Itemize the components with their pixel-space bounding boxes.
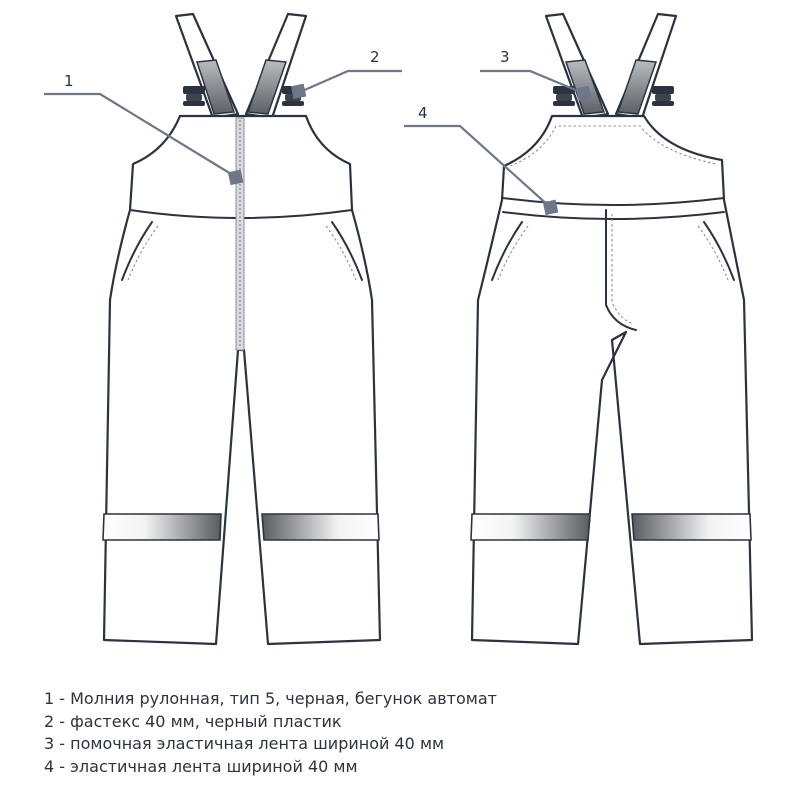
- callout-3-number: 3: [500, 48, 510, 66]
- back-left-reflective-band: [470, 513, 591, 541]
- back-view: [470, 12, 754, 646]
- overalls-drawing: 1 2 3 4: [44, 12, 754, 646]
- legend: 1 - Молния рулонная, тип 5, черная, бегу…: [44, 688, 784, 778]
- front-left-strap: [174, 12, 240, 120]
- back-right-buckle: [652, 86, 674, 106]
- front-zipper: [235, 117, 245, 351]
- back-body: [470, 114, 754, 646]
- front-left-reflective-band: [102, 513, 222, 541]
- callout-1-number: 1: [64, 72, 74, 90]
- back-right-pocket: [697, 225, 729, 281]
- callout-1: 1: [44, 72, 244, 186]
- callout-4-number: 4: [418, 104, 428, 122]
- back-elastic-band: [502, 197, 725, 206]
- callout-4: 4: [404, 104, 559, 216]
- back-center-seam: [605, 209, 637, 331]
- front-left-pocket: [127, 225, 159, 281]
- legend-item-3: 3 - помочная эластичная лента шириной 40…: [44, 734, 445, 753]
- front-left-buckle: [183, 86, 205, 106]
- callout-2: 2: [290, 48, 402, 100]
- legend-item-2: 2 - фастекс 40 мм, черный пластик: [44, 711, 342, 731]
- front-view: [102, 12, 382, 646]
- front-right-pocket: [325, 225, 357, 281]
- back-left-pocket: [497, 225, 529, 281]
- front-right-reflective-band: [261, 513, 380, 541]
- callout-3: 3: [480, 48, 592, 102]
- callout-2-number: 2: [370, 48, 380, 66]
- legend-item-1: 1 - Молния рулонная, тип 5, черная, бегу…: [44, 689, 497, 708]
- back-right-reflective-band: [631, 513, 752, 541]
- back-yoke-stitch: [509, 125, 717, 167]
- legend-item-4: 4 - эластичная лента шириной 40 мм: [44, 756, 358, 776]
